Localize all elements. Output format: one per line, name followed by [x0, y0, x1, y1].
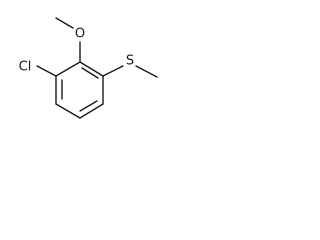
bond-ring-to-sulfur — [102, 65, 124, 77]
ring-bond-c4-c5 — [55, 103, 81, 119]
chlorine-atom-label: Cl — [19, 60, 32, 75]
sulfur-atom-label: S — [126, 54, 134, 69]
bond-sulfur-to-methyl — [135, 65, 158, 78]
bond-oxygen-to-methyl — [55, 17, 74, 29]
oxygen-atom-label: O — [75, 27, 85, 42]
inner-double-bond-c1-c2 — [81, 67, 99, 79]
chemical-structure: O Cl S — [19, 17, 158, 119]
ring-bond-c6-c1 — [55, 61, 81, 77]
bond-ring-to-chlorine — [36, 65, 57, 77]
ring-bond-c3-c4 — [79, 103, 104, 119]
inner-double-bond-c3-c4 — [79, 100, 98, 112]
ring-bond-c1-c2 — [79, 61, 104, 77]
